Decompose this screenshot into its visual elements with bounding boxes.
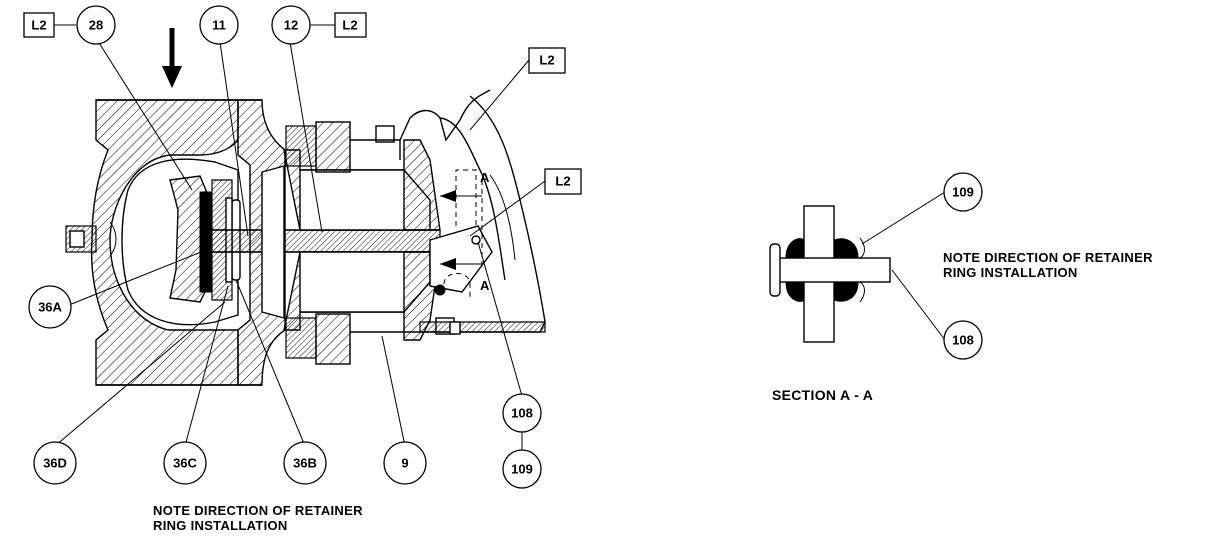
svg-text:36D: 36D: [43, 456, 67, 471]
label-l2-right-upper: L2: [528, 47, 566, 74]
callout-36a: 36A: [28, 285, 72, 329]
callout-109-section: 109: [943, 172, 983, 212]
bushing-housing: [261, 139, 441, 341]
svg-text:109: 109: [952, 185, 974, 200]
callout-108-main: 108: [502, 393, 542, 433]
svg-text:L2: L2: [555, 174, 570, 189]
svg-text:109: 109: [511, 462, 533, 477]
label-l2-top-mid: L2: [334, 12, 367, 38]
lever-arm: [429, 169, 493, 335]
callout-36d: 36D: [33, 441, 77, 485]
svg-text:12: 12: [284, 18, 298, 33]
callout-12: 12: [271, 5, 311, 45]
svg-text:36C: 36C: [173, 456, 197, 471]
svg-text:108: 108: [952, 333, 974, 348]
callout-11: 11: [199, 5, 239, 45]
section-title: SECTION A - A: [772, 387, 874, 403]
svg-text:L2: L2: [31, 18, 46, 33]
callout-109-main: 109: [502, 449, 542, 489]
note-main-line2: RING INSTALLATION: [153, 518, 288, 533]
note-main-line1: NOTE DIRECTION OF RETAINER: [153, 503, 363, 518]
svg-text:36B: 36B: [293, 456, 317, 471]
callout-36c: 36C: [163, 441, 207, 485]
svg-text:11: 11: [212, 18, 226, 33]
cover-plug: [65, 221, 117, 257]
flange-bolts: [285, 121, 455, 365]
callout-9: 9: [383, 441, 427, 485]
svg-text:28: 28: [89, 18, 103, 33]
callout-28: 28: [76, 5, 116, 45]
svg-text:36A: 36A: [38, 300, 62, 315]
section-a-a-view: [769, 191, 946, 343]
label-l2-top-left: L2: [23, 12, 55, 38]
flow-direction-arrow: [162, 28, 182, 88]
callout-36b: 36B: [283, 441, 327, 485]
svg-text:9: 9: [401, 456, 408, 471]
label-l2-right-lower: L2: [544, 168, 582, 195]
section-marker-lower: A: [480, 278, 490, 293]
svg-text:L2: L2: [342, 18, 357, 33]
section-marker-upper: A: [480, 170, 490, 185]
callout-108-section: 108: [943, 320, 983, 360]
leader-lines: [54, 24, 546, 450]
svg-text:108: 108: [511, 406, 533, 421]
svg-text:L2: L2: [539, 53, 554, 68]
note-section-line1: NOTE DIRECTION OF RETAINER: [943, 250, 1153, 265]
note-section-line2: RING INSTALLATION: [943, 265, 1078, 280]
shaft: [203, 229, 441, 253]
